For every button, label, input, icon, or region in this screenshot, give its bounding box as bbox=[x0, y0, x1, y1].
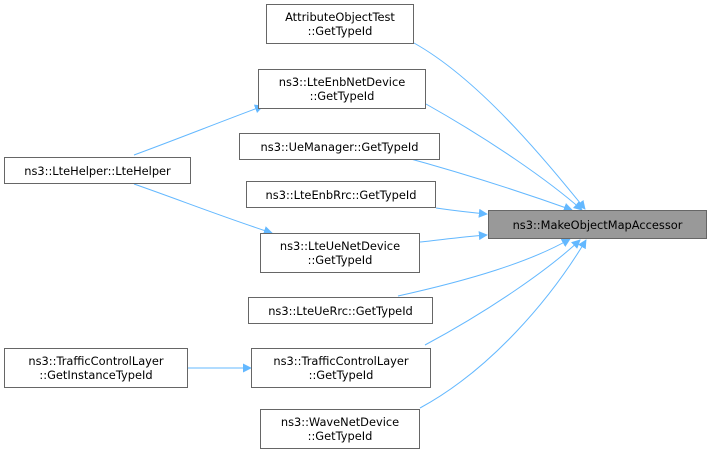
node-label: ns3::LteUeNetDevice bbox=[279, 239, 401, 253]
node-label: ns3::WaveNetDevice bbox=[280, 415, 400, 429]
node-label: ::GetTypeId bbox=[307, 253, 373, 267]
edge-ltehelper-to-lteuenetdevice bbox=[133, 183, 273, 235]
edge-lteenbnetdevice-to-target bbox=[425, 103, 583, 211]
edge-attributeobjecttest-to-target bbox=[413, 42, 586, 210]
node-ltehelper-ltehelper[interactable]: ns3::LteHelper::LteHelper bbox=[4, 157, 191, 184]
node-lteuerrc-gettypeid[interactable]: ns3::LteUeRrc::GetTypeId bbox=[248, 297, 433, 324]
node-trafficcontrollayer-gettypeid[interactable]: ns3::TrafficControlLayer ::GetTypeId bbox=[251, 348, 431, 388]
node-uemanager-gettypeid[interactable]: ns3::UeManager::GetTypeId bbox=[239, 133, 440, 160]
edge-trafficcontrollayer-to-target bbox=[424, 239, 581, 346]
edge-ltuerrc-to-target bbox=[397, 238, 571, 297]
node-label: ns3::LteEnbNetDevice bbox=[278, 75, 406, 89]
node-lteenbrrc-gettypeid[interactable]: ns3::LteEnbRrc::GetTypeId bbox=[246, 181, 436, 208]
edge-lteuenetdevice-to-target bbox=[419, 231, 488, 243]
node-lteuenetdevice-gettypeid[interactable]: ns3::LteUeNetDevice ::GetTypeId bbox=[260, 233, 420, 273]
edge-wavenetdevice-to-target bbox=[419, 239, 587, 409]
node-label: ns3::LteHelper::LteHelper bbox=[24, 163, 171, 178]
node-label: ::GetTypeId bbox=[307, 24, 373, 38]
node-lteenbnetdevice-gettypeid[interactable]: ns3::LteEnbNetDevice ::GetTypeId bbox=[258, 69, 426, 109]
node-label: ns3::MakeObjectMapAccessor bbox=[512, 217, 683, 232]
node-wavenetdevice-gettypeid[interactable]: ns3::WaveNetDevice ::GetTypeId bbox=[260, 409, 420, 449]
edge-uemanager-to-target bbox=[399, 155, 573, 212]
node-trafficcontrollayer-getinstancetypeid[interactable]: ns3::TrafficControlLayer ::GetInstanceTy… bbox=[4, 348, 188, 388]
node-label: ::GetTypeId bbox=[308, 368, 374, 382]
node-make-object-map-accessor: ns3::MakeObjectMapAccessor bbox=[488, 210, 707, 239]
node-label: AttributeObjectTest bbox=[285, 10, 395, 24]
node-label: ns3::LteUeRrc::GetTypeId bbox=[268, 303, 413, 318]
node-label: ns3::UeManager::GetTypeId bbox=[260, 139, 419, 154]
edge-lteenbrrc-to-target bbox=[435, 207, 488, 218]
node-label: ns3::LteEnbRrc::GetTypeId bbox=[265, 187, 417, 202]
node-label: ::GetTypeId bbox=[307, 429, 373, 443]
node-label: ns3::TrafficControlLayer bbox=[273, 354, 409, 368]
node-attributeobjecttest-gettypeid[interactable]: AttributeObjectTest ::GetTypeId bbox=[266, 4, 414, 44]
node-label: ::GetTypeId bbox=[309, 89, 375, 103]
edge-ltehelper-to-lteenbnetdevice bbox=[133, 104, 264, 156]
node-label: ns3::TrafficControlLayer bbox=[28, 354, 164, 368]
node-label: ::GetInstanceTypeId bbox=[39, 368, 153, 382]
